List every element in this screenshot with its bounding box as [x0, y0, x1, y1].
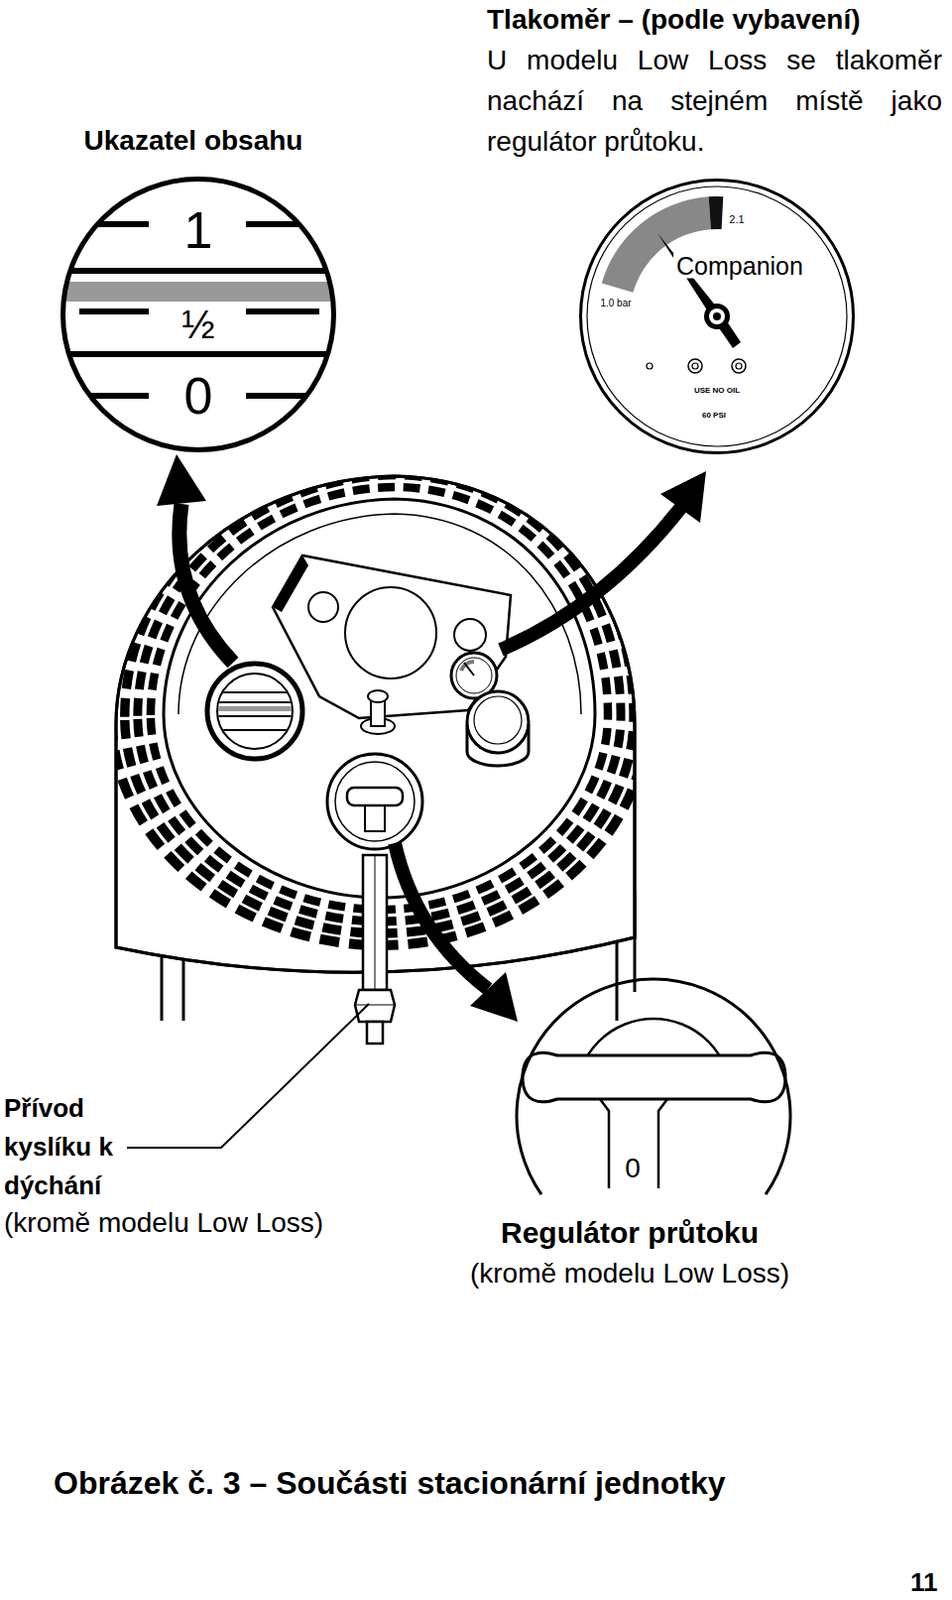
pressure-gauge-inset: Tlakoměr – (podle vybavení)U modelu Low … — [579, 178, 855, 455]
gauge-scale-value: 2.1 — [728, 214, 744, 226]
oxygen-outlet — [355, 854, 395, 1044]
part-label: Přívod kyslíku k dýchání — [3, 1088, 153, 1205]
cap — [467, 691, 529, 766]
scale-mark: 0 — [184, 369, 214, 422]
gauge-rating: 60 PSI — [702, 411, 726, 420]
content-indicator-inset: Ukazatel obsahu1½0 — [60, 176, 337, 453]
inset-note: (kromě modelu Low Loss) — [467, 1259, 793, 1288]
nipple — [360, 690, 395, 734]
inset-heading: Tlakoměr – (podle vybavení) — [486, 2, 943, 37]
pointer-arrow — [156, 454, 707, 1022]
gauge-face — [587, 186, 847, 447]
flow-regulator — [327, 753, 423, 849]
unit-top-panel — [163, 498, 595, 898]
leader-line — [126, 1003, 369, 1148]
scale-mark: ½ — [181, 304, 215, 345]
valve-plate — [272, 555, 511, 718]
flow-regulator-inset: 0Regulátor průtoku(kromě modelu Low Loss… — [516, 978, 791, 1253]
page-number: 11 — [910, 1566, 939, 1598]
gauge-warning: USE NO OIL — [694, 386, 740, 395]
gauge-scale-value: 1.0 bar — [599, 298, 631, 309]
inset-note: U modelu Low Loss se tlakoměr nachází na… — [486, 39, 943, 162]
part-note: (kromě modelu Low Loss) — [3, 1205, 324, 1240]
content-indicator — [207, 663, 303, 759]
regulator-knob — [522, 1018, 786, 1189]
knob-mark: 0 — [624, 1154, 641, 1183]
inset-heading: Regulátor průtoku — [497, 1217, 762, 1248]
scale-mark: 1 — [184, 204, 214, 256]
inset-heading: Ukazatel obsahu — [84, 126, 304, 155]
inset-outline — [516, 978, 791, 1253]
figure-caption: Obrázek č. 3 – Součásti stacionární jedn… — [53, 1463, 726, 1502]
gauge-brand: Companion — [673, 253, 807, 279]
